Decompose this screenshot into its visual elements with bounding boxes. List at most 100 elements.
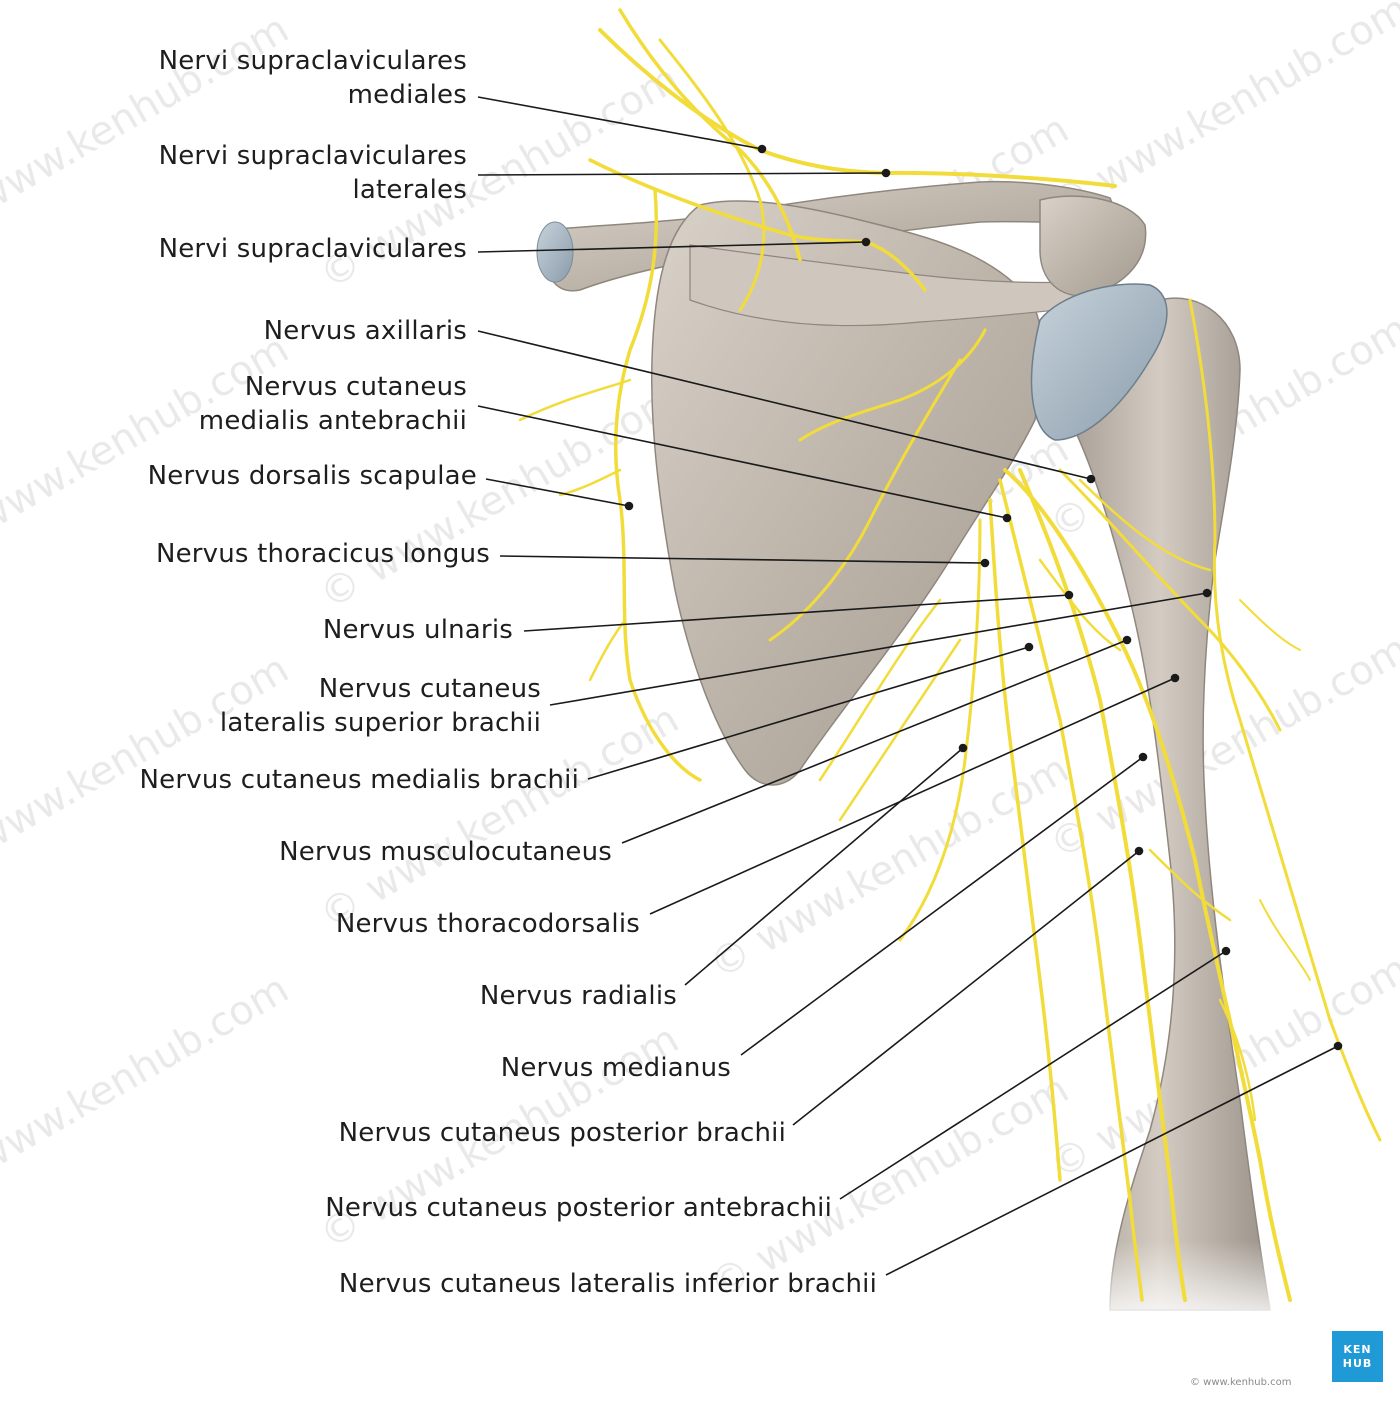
- leader-line: [839, 950, 1227, 1200]
- scapula: [651, 200, 1043, 786]
- leader-dot: [1024, 642, 1034, 652]
- label-line: laterales: [352, 175, 467, 205]
- label-line: Nervus axillaris: [263, 316, 467, 346]
- nerves: [518, 8, 1382, 1302]
- leader-dot: [1170, 673, 1180, 683]
- nerve-branch: [1218, 998, 1257, 1122]
- watermark-text: © www.kenhub.com: [0, 6, 296, 249]
- leader-dot: [1333, 1041, 1343, 1051]
- leader-dot: [1086, 474, 1096, 484]
- label-line: Nervus cutaneus: [244, 372, 467, 402]
- label-line: mediales: [347, 80, 467, 110]
- supraclavicular-nerve: [598, 28, 1117, 188]
- acromion: [1039, 195, 1147, 297]
- label-nervi-supraclaviculares-laterales: Nervi supraclaviculares laterales: [159, 139, 467, 207]
- leader-dot: [1221, 946, 1231, 956]
- nerve-branch: [1078, 478, 1212, 572]
- label-line: Nervi supraclaviculares: [158, 46, 467, 76]
- leader-line: [740, 756, 1144, 1056]
- label-line: Nervus cutaneus medialis brachii: [139, 765, 579, 795]
- label-nervus-axillaris: Nervus axillaris: [264, 314, 467, 348]
- supraclavicular-nerve: [658, 38, 766, 312]
- supraclavicular-nerve: [618, 8, 802, 262]
- label-line: Nervus thoracodorsalis: [335, 909, 640, 939]
- leader-dot: [1202, 588, 1212, 598]
- label-nervus-cutaneus-medialis-antebrachii: Nervus cutaneus medialis antebrachii: [199, 370, 467, 438]
- leader-line: [477, 241, 867, 253]
- label-nervus-thoracicus-longus: Nervus thoracicus longus: [156, 537, 490, 571]
- label-nervus-dorsalis-scapulae: Nervus dorsalis scapulae: [148, 459, 477, 493]
- label-nervus-cutaneus-lateralis-superior-brachii: Nervus cutaneus lateralis superior brach…: [220, 672, 541, 740]
- nerve-branch: [1239, 599, 1301, 651]
- leader-line: [621, 639, 1128, 844]
- nerve-branch: [838, 638, 962, 822]
- leader-line: [477, 172, 887, 176]
- plexus-trunk: [1058, 468, 1282, 732]
- bones: [536, 180, 1400, 1330]
- label-nervus-cutaneus-posterior-brachii: Nervus cutaneus posterior brachii: [339, 1116, 786, 1150]
- label-nervus-cutaneus-medialis-brachii: Nervus cutaneus medialis brachii: [140, 763, 579, 797]
- label-line: Nervus dorsalis scapulae: [147, 461, 477, 491]
- label-line: Nervus cutaneus posterior antebrachii: [325, 1193, 832, 1223]
- leader-line: [649, 677, 1176, 915]
- leader-dot: [1002, 513, 1012, 523]
- leader-line: [477, 330, 1092, 480]
- leader-line: [477, 405, 1008, 519]
- watermark-text: © www.kenhub.com: [0, 326, 296, 569]
- label-line: Nervus cutaneus posterior brachii: [338, 1118, 786, 1148]
- label-nervus-ulnaris: Nervus ulnaris: [323, 613, 513, 647]
- nerve-branch: [518, 378, 632, 422]
- leader-line: [477, 96, 763, 150]
- leader-dot: [958, 743, 968, 753]
- dorsal-scapular-nerve: [613, 188, 702, 782]
- plexus-trunk: [998, 478, 1144, 1302]
- label-line: Nervus cutaneus lateralis inferior brach…: [338, 1269, 877, 1299]
- plexus-trunk: [1018, 468, 1187, 1302]
- watermark-text: © www.kenhub.com: [1042, 626, 1400, 869]
- nerve-branch: [1038, 558, 1122, 652]
- label-nervus-thoracodorsalis: Nervus thoracodorsalis: [336, 907, 640, 941]
- label-line: Nervi supraclaviculares: [158, 234, 467, 264]
- leader-line: [587, 646, 1030, 780]
- label-nervus-radialis: Nervus radialis: [480, 979, 677, 1013]
- leader-line: [523, 594, 1070, 632]
- axillary-nerve: [798, 328, 987, 442]
- leader-dot: [861, 237, 871, 247]
- plexus-trunk: [1003, 468, 1292, 1302]
- nerve-branch: [1259, 899, 1311, 981]
- leader-dot: [980, 558, 990, 568]
- nerve-branch: [588, 618, 627, 682]
- leader-line: [549, 592, 1208, 706]
- label-nervus-cutaneus-lateralis-inferior-brachii: Nervus cutaneus lateralis inferior brach…: [339, 1267, 877, 1301]
- leader-lines: [477, 96, 1343, 1276]
- nerve-branch: [1148, 848, 1232, 922]
- kenhub-logo: KEN HUB: [1332, 1331, 1383, 1382]
- leader-line: [485, 478, 630, 507]
- supraclavicular-nerve: [588, 158, 927, 292]
- humeral-head-cartilage: [1030, 283, 1168, 441]
- leader-line: [792, 850, 1140, 1126]
- credit-text: © www.kenhub.com: [1190, 1377, 1292, 1388]
- leader-line: [684, 747, 964, 986]
- plexus-trunk: [988, 498, 1062, 1182]
- leader-dot: [1064, 590, 1074, 600]
- leader-dot: [624, 501, 634, 511]
- label-line: Nervus medianus: [500, 1053, 731, 1083]
- leader-dot: [1138, 752, 1148, 762]
- logo-line: HUB: [1342, 1356, 1373, 1370]
- label-nervus-cutaneus-posterior-antebrachii: Nervus cutaneus posterior antebrachii: [325, 1191, 832, 1225]
- axillary-nerve: [768, 358, 962, 642]
- label-line: Nervi supraclaviculares: [158, 141, 467, 171]
- leader-dot: [757, 144, 767, 154]
- label-nervus-medianus: Nervus medianus: [501, 1051, 731, 1085]
- label-line: medialis antebrachii: [198, 406, 467, 436]
- clavicle-sternal-end: [536, 221, 574, 283]
- logo-line: KEN: [1343, 1342, 1372, 1356]
- label-line: Nervus cutaneus: [318, 674, 541, 704]
- leader-dot: [881, 168, 891, 178]
- label-line: lateralis superior brachii: [219, 708, 541, 738]
- leader-line: [499, 555, 986, 564]
- leader-dot: [1134, 846, 1144, 856]
